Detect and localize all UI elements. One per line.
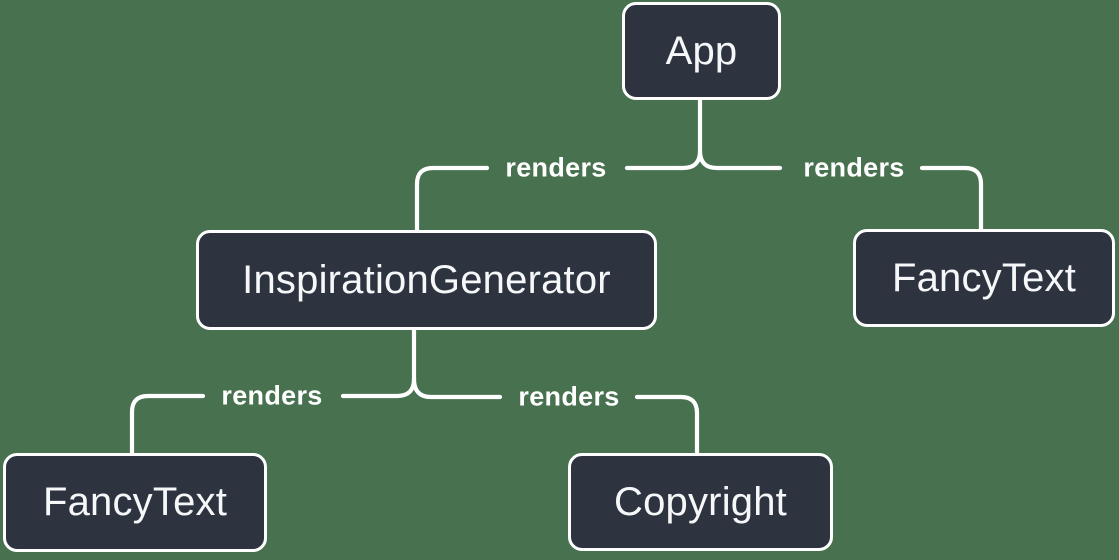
node-app: App — [622, 2, 781, 100]
edge-label-renders-app-fancytext: renders — [803, 152, 905, 183]
edge-label-renders-inspirationgenerator-fancytext: renders — [221, 380, 323, 411]
node-copyright-label: Copyright — [614, 479, 787, 524]
edge-app-to-inspirationgenerator-tail — [414, 165, 490, 233]
edge-inspirationgenerator-to-copyright-stem — [411, 376, 503, 400]
edge-inspirationgenerator-to-fancytext-tail — [129, 393, 206, 456]
node-fancy-text-bottom-left-label: FancyText — [42, 480, 228, 524]
edge-label-renders-inspirationgenerator-copyright: renders — [518, 381, 620, 412]
node-app-label: App — [665, 28, 738, 73]
node-inspiration-generator-label: InspirationGenerator — [242, 257, 611, 302]
edge-app-to-fancytext-tail — [919, 165, 984, 232]
node-copyright: Copyright — [568, 453, 833, 551]
node-fancy-text-top-right-label: FancyText — [891, 255, 1077, 300]
edge-label-renders-app-inspirationgenerator: renders — [505, 152, 607, 183]
node-fancy-text-top-right: FancyText — [853, 229, 1115, 327]
edge-inspirationgenerator-to-copyright-tail — [634, 394, 700, 456]
edge-app-to-inspirationgenerator-stem — [624, 97, 703, 171]
node-inspiration-generator: InspirationGenerator — [196, 230, 657, 330]
edge-inspirationgenerator-to-fancytext-stem — [340, 327, 417, 399]
node-fancy-text-bottom-left: FancyText — [3, 453, 267, 552]
edge-app-to-fancytext-stem — [697, 148, 783, 171]
